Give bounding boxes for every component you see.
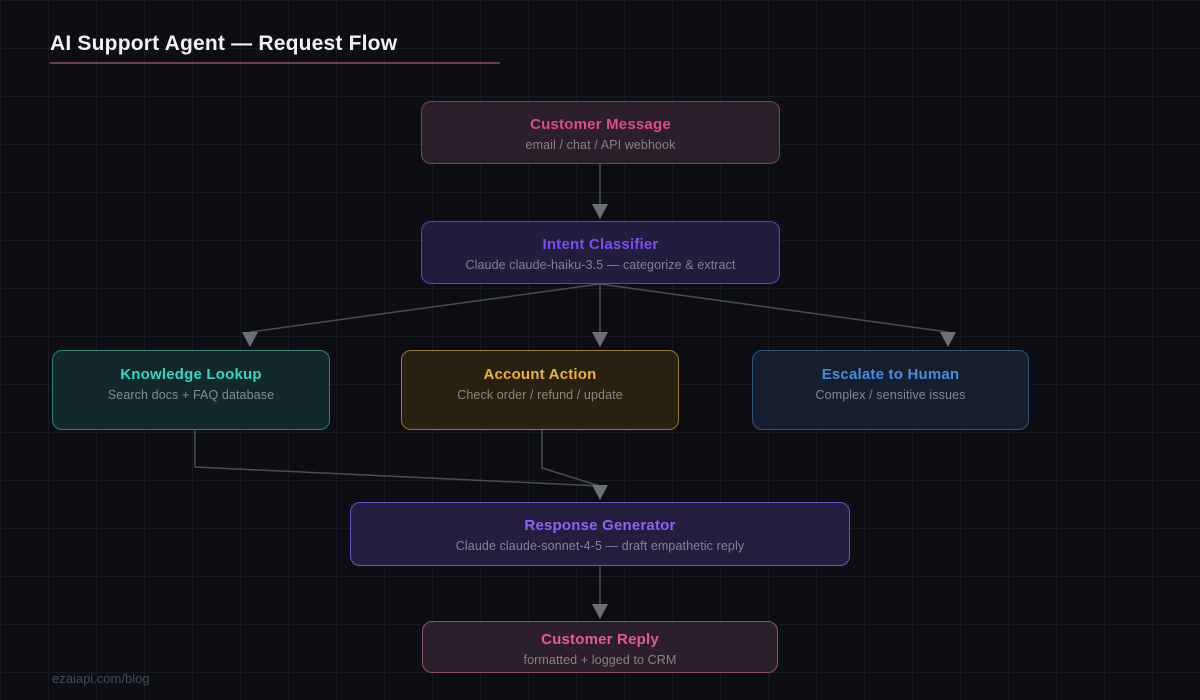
- node-account-action: Account Action Check order / refund / up…: [401, 350, 679, 430]
- arrowhead-escalate: [940, 332, 956, 347]
- node-intent-classifier: Intent Classifier Claude claude-haiku-3.…: [421, 221, 780, 284]
- node-subtitle: Search docs + FAQ database: [107, 388, 275, 402]
- node-title: Account Action: [483, 366, 597, 383]
- node-knowledge-lookup: Knowledge Lookup Search docs + FAQ datab…: [52, 350, 330, 430]
- arrowhead-knowledge: [242, 332, 258, 347]
- node-subtitle: email / chat / API webhook: [525, 138, 676, 152]
- node-title: Escalate to Human: [821, 366, 960, 383]
- arrowhead-intent: [592, 204, 608, 219]
- node-subtitle: Claude claude-sonnet-4-5 — draft empathe…: [455, 539, 745, 553]
- footer-link: ezaiapi.com/blog: [52, 671, 150, 686]
- node-title: Intent Classifier: [542, 236, 659, 253]
- page-title: AI Support Agent — Request Flow: [50, 32, 398, 55]
- node-subtitle: Check order / refund / update: [457, 388, 623, 402]
- node-subtitle: formatted + logged to CRM: [523, 653, 677, 667]
- node-subtitle: Complex / sensitive issues: [815, 388, 966, 402]
- node-title: Response Generator: [524, 517, 676, 534]
- node-response-generator: Response Generator Claude claude-sonnet-…: [350, 502, 850, 566]
- node-customer-message: Customer Message email / chat / API webh…: [421, 101, 780, 164]
- edge-account-to-response: [541, 430, 601, 487]
- edge-intent-to-escalate: [599, 283, 949, 333]
- edge-knowledge-to-response: [194, 430, 601, 487]
- title-underline: [50, 62, 500, 64]
- arrowhead-response: [592, 485, 608, 500]
- arrowhead-reply: [592, 604, 608, 619]
- arrowhead-account: [592, 332, 608, 347]
- node-title: Customer Reply: [541, 631, 659, 648]
- node-title: Customer Message: [530, 116, 671, 133]
- node-customer-reply: Customer Reply formatted + logged to CRM: [422, 621, 778, 673]
- edge-intent-to-knowledge: [249, 283, 601, 333]
- node-escalate-to-human: Escalate to Human Complex / sensitive is…: [752, 350, 1029, 430]
- node-title: Knowledge Lookup: [120, 366, 262, 383]
- node-subtitle: Claude claude-haiku-3.5 — categorize & e…: [465, 258, 736, 272]
